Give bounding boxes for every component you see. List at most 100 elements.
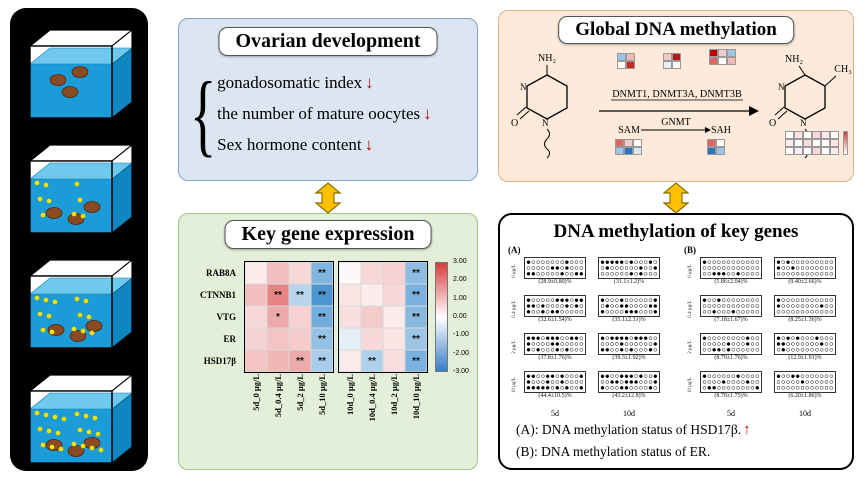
cpg-site-dot: [545, 260, 550, 264]
cpg-site-dot: [750, 374, 755, 378]
cpg-site-dot: [536, 310, 540, 314]
fish: [67, 445, 85, 457]
cpg-site-dot: [776, 336, 781, 340]
dna-backbone-squiggle: [544, 128, 550, 159]
cpg-site-dot: [574, 342, 579, 346]
cpg-site-dot: [605, 386, 610, 390]
cpg-site-dot: [707, 266, 712, 270]
cpg-site-dot: [560, 266, 564, 270]
methylation-mini-heatmap: [663, 53, 681, 69]
heatmap-cell: [339, 284, 361, 306]
cpg-site-dot: [550, 386, 555, 390]
cpg-site-dot: [600, 266, 605, 270]
cpg-site-dot: [639, 348, 643, 352]
methylation-arrowhead: [749, 106, 759, 116]
cpg-site-dot: [531, 386, 536, 390]
cpg-site-dot: [741, 272, 745, 276]
cpg-site-dot: [526, 272, 531, 276]
cpg-site-dot: [545, 298, 550, 302]
cpg-dot-box: [598, 257, 660, 279]
methylation-level-cell: [626, 53, 635, 61]
cpg-site-dot: [536, 386, 540, 390]
cpg-site-dot: [605, 272, 610, 276]
cpg-site-dot: [619, 374, 624, 378]
cpg-site-dot: [776, 348, 781, 352]
cpg-site-dot: [574, 272, 579, 276]
cpg-site-dot: [805, 342, 810, 346]
cpg-site-dot: [629, 260, 634, 264]
cpg-site-dot: [815, 380, 819, 384]
cpg-site-dot: [791, 348, 795, 352]
cpg-site-dot: [560, 342, 564, 346]
cpg-site-dot: [755, 386, 760, 390]
row-label: 2 μg/L: [688, 340, 693, 354]
fish: [45, 207, 63, 219]
row-label: 0 μg/L: [512, 264, 517, 278]
cpg-site-dot: [717, 348, 721, 352]
nitrogen-label: N: [800, 118, 807, 128]
cpg-site-dot: [786, 348, 790, 352]
cpg-site-dot: [712, 298, 716, 302]
cpg-site-dot: [550, 348, 555, 352]
cpg-site-dot: [819, 272, 824, 276]
cpg-site-dot: [555, 336, 560, 340]
cpg-site-dot: [810, 298, 814, 302]
methylation-percentage: (6.20±1.86)%: [788, 393, 822, 399]
colorbar-tick: 1.00: [453, 294, 467, 302]
heatmap-cell: **: [289, 284, 311, 306]
methylation-level-cell: [716, 147, 725, 155]
cpg-site-dot: [648, 342, 653, 346]
cpg-site-dot: [610, 272, 614, 276]
cpg-site-dot: [721, 386, 726, 390]
cpg-site-dot: [717, 342, 721, 346]
heatmap-cell: **: [311, 328, 333, 350]
cpg-site-dot: [565, 374, 569, 378]
cpg-site-dot: [550, 272, 555, 276]
cpg-site-dot: [619, 304, 624, 308]
cpg-site-dot: [726, 272, 731, 276]
cpg-site-dot: [615, 348, 619, 352]
cpg-site-dot: [531, 348, 536, 352]
cpg-site-dot: [800, 298, 805, 302]
cpg-site-dot: [531, 374, 536, 378]
row-label: 0 μg/L: [688, 264, 693, 278]
cpg-site-dot: [643, 374, 648, 378]
cpg-site-dot: [721, 336, 726, 340]
down-arrow-icon: ↓: [423, 104, 432, 123]
cpg-site-dot: [648, 386, 653, 390]
cpg-site-dot: [750, 266, 755, 270]
cpg-site-dot: [702, 342, 707, 346]
cpg-site-dot: [634, 272, 638, 276]
cpg-site-dot: [736, 374, 740, 378]
cpg-site-dot: [819, 304, 824, 308]
heatmap-col-label: 5d_10 μg/L: [317, 374, 327, 415]
fish: [49, 74, 67, 86]
chemical-dot: [61, 416, 67, 422]
time-label: 10d: [623, 409, 635, 418]
finding-gsi: gonadosomatic index↓: [217, 67, 432, 98]
heatmap-col-label: 5d_0.4 μg/L: [273, 374, 283, 418]
cpg-site-dot: [829, 260, 834, 264]
cpg-site-dot: [541, 272, 545, 276]
cpg-dot-box: [700, 333, 762, 355]
cpg-site-dot: [624, 386, 629, 390]
chemical-dot: [86, 314, 92, 320]
cpg-site-dot: [555, 386, 560, 390]
cpg-site-dot: [624, 272, 629, 276]
cpg-site-dot: [653, 304, 658, 308]
time-label: 5d: [727, 409, 735, 418]
cpg-site-dot: [741, 298, 745, 302]
cpg-site-dot: [634, 310, 638, 314]
cpg-site-dot: [610, 310, 614, 314]
cpg-site-dot: [721, 348, 726, 352]
cpg-site-dot: [829, 298, 834, 302]
methylation-level-cell: [672, 53, 681, 61]
row-label: 0.4 μg/L: [688, 300, 693, 318]
cpg-site-dot: [569, 266, 574, 270]
methylation-level-cell: [624, 139, 633, 147]
cpg-site-dot: [824, 298, 829, 302]
methylation-level-cell: [663, 61, 672, 69]
methylation-percentage: (28.9±0.80)%: [538, 279, 572, 285]
cpg-site-dot: [545, 342, 550, 346]
cpg-site-dot: [600, 342, 605, 346]
